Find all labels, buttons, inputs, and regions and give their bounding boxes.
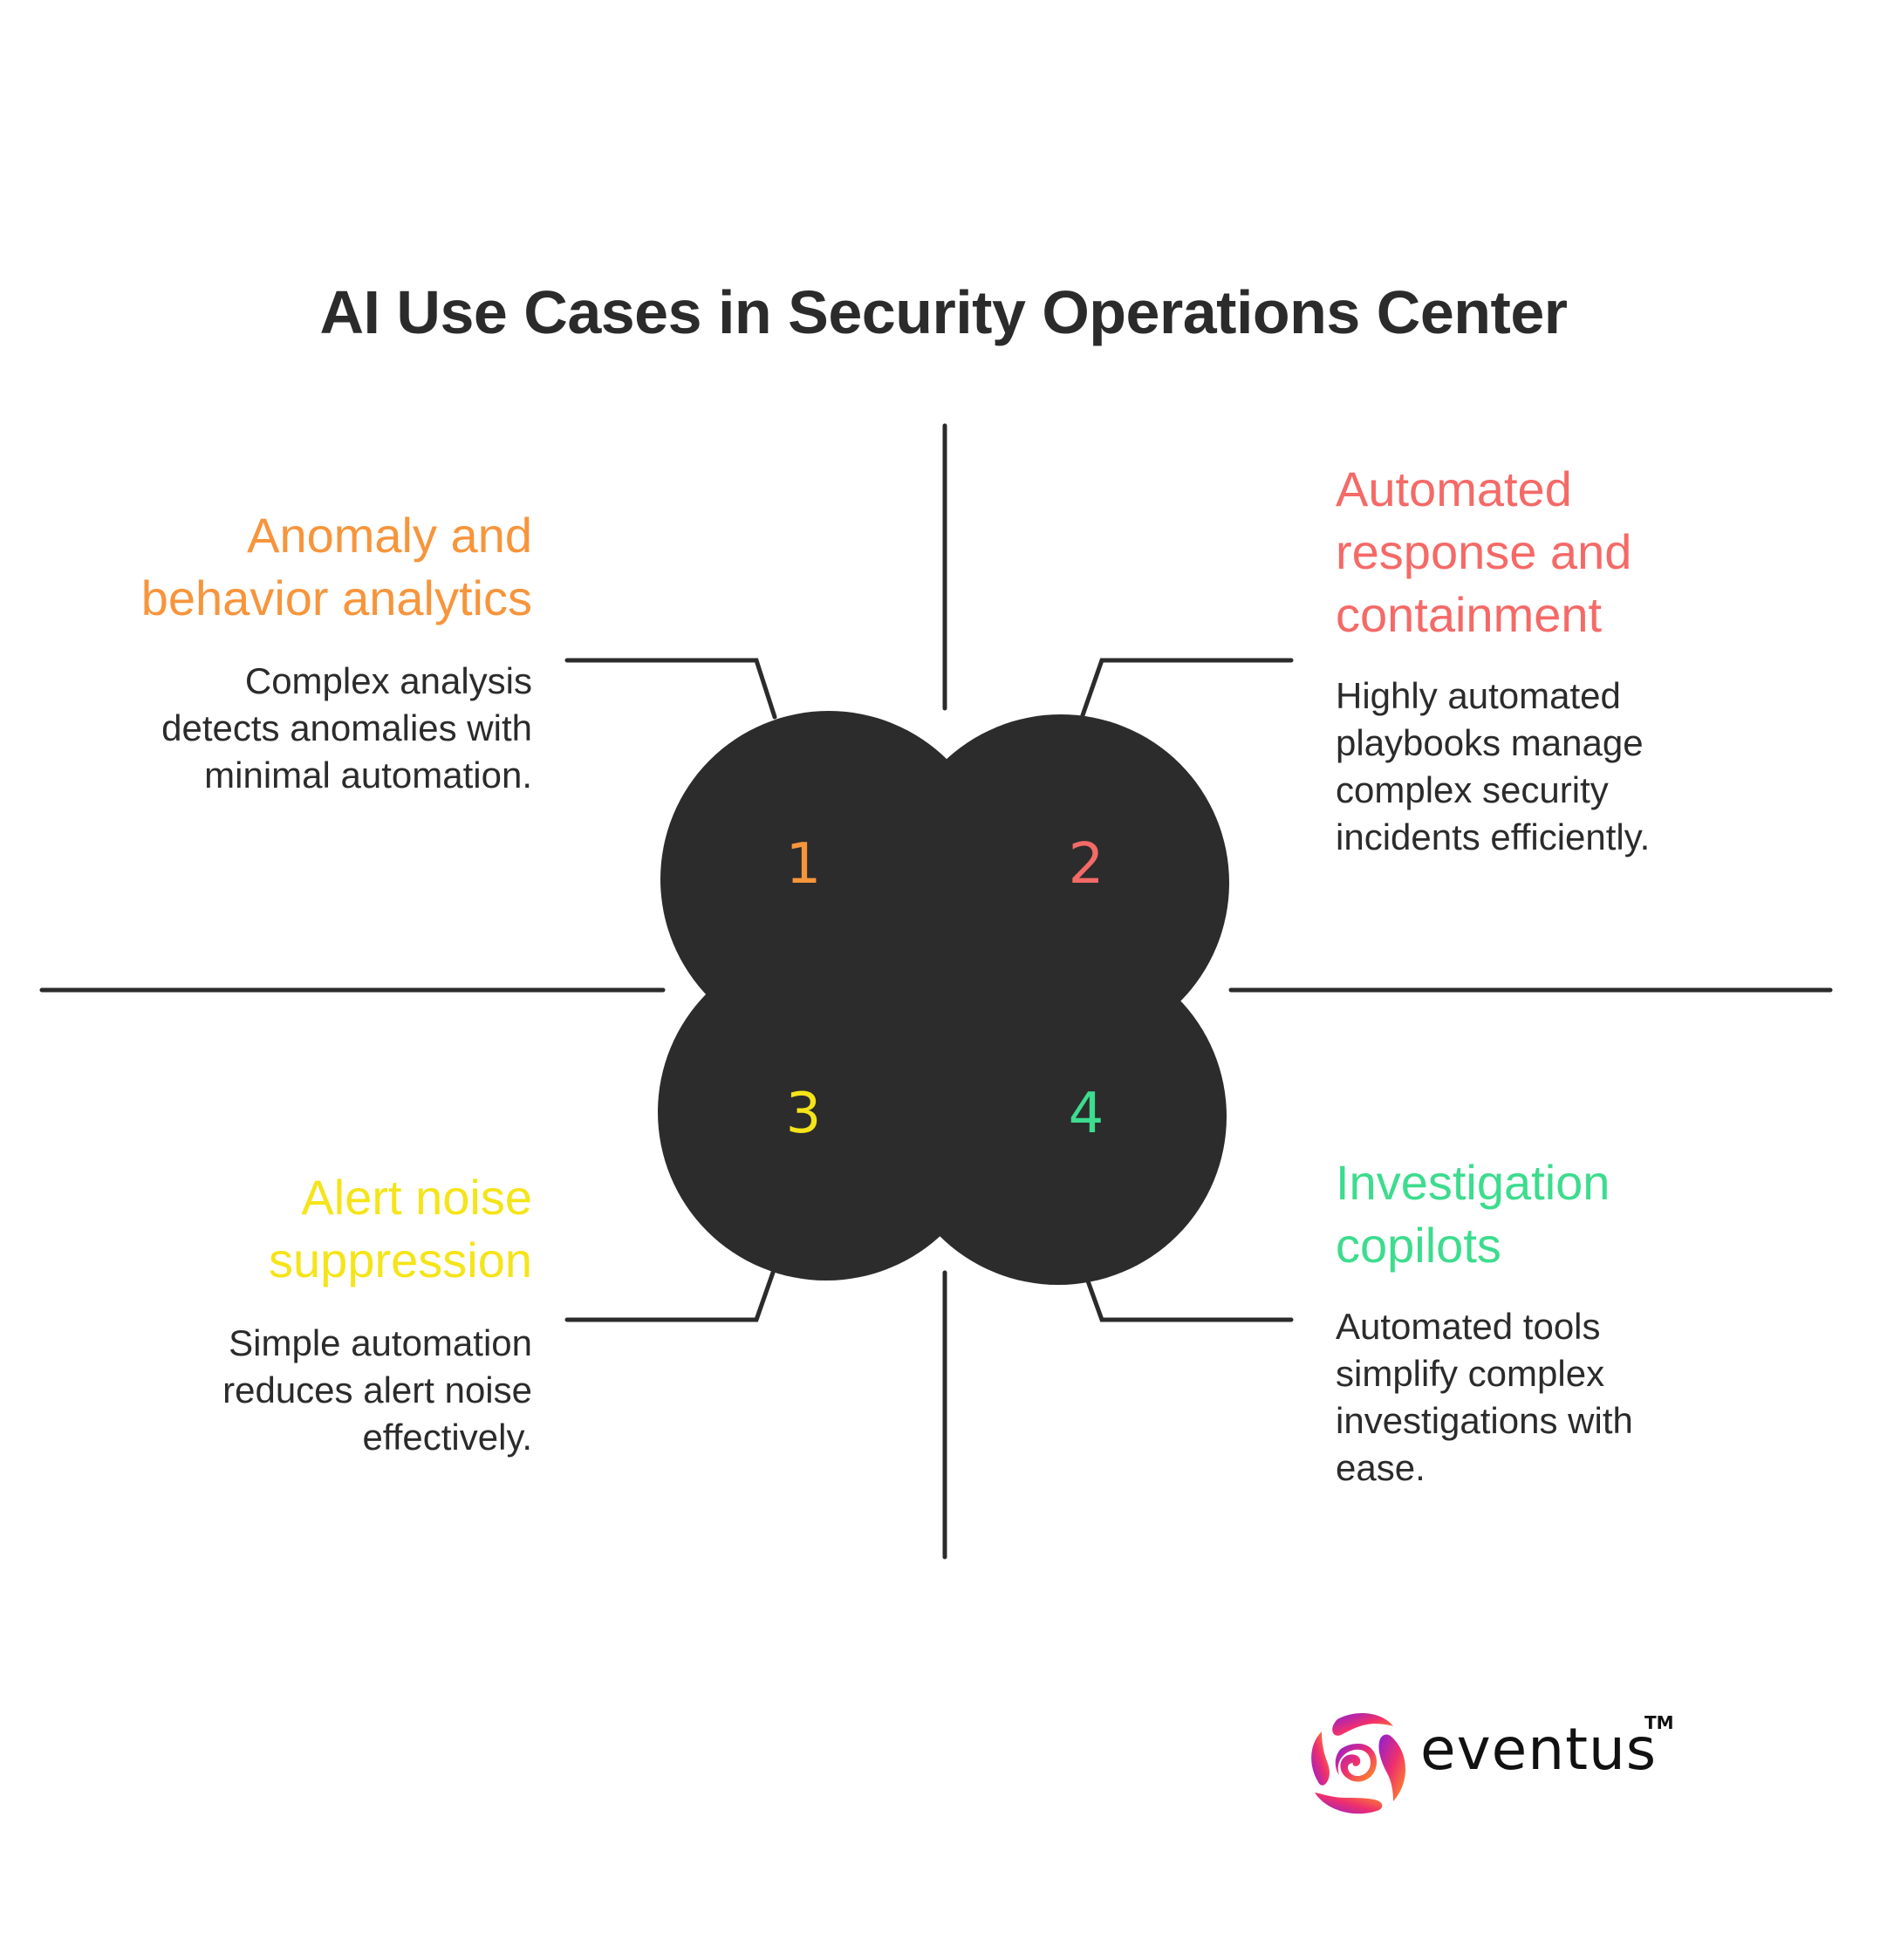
- eventus-logo: eventus TM: [1302, 1707, 1674, 1820]
- quadrant-3-block: Alert noise suppression Simple automatio…: [61, 1166, 532, 1461]
- quadrant-1-description: Complex analysis detects anomalies with …: [61, 658, 532, 799]
- description-line: complex security: [1336, 769, 1609, 810]
- heading-line: Alert noise: [301, 1170, 532, 1225]
- number-3: 3: [786, 1082, 822, 1146]
- circle-1: [660, 711, 997, 1048]
- description-line: Simple automation: [229, 1322, 532, 1363]
- eventus-wordmark: eventus: [1420, 1716, 1658, 1783]
- trademark-symbol: TM: [1644, 1712, 1674, 1733]
- description-line: detects anomalies with: [161, 707, 532, 748]
- heading-line: Investigation: [1336, 1155, 1610, 1210]
- quadrant-3-heading: Alert noise suppression: [61, 1166, 532, 1292]
- quadrant-1-block: Anomaly and behavior analytics Complex a…: [61, 504, 532, 799]
- heading-line: suppression: [269, 1233, 532, 1287]
- connector-2: [1080, 658, 1294, 718]
- quadrant-4-description: Automated tools simplify complex investi…: [1336, 1303, 1807, 1492]
- number-4: 4: [1069, 1082, 1104, 1146]
- quadrant-2-heading: Automated response and containment: [1336, 458, 1807, 646]
- description-line: playbooks manage: [1336, 722, 1644, 763]
- heading-line: response and: [1336, 524, 1632, 579]
- quadrant-4-heading: Investigation copilots: [1336, 1151, 1807, 1277]
- heading-line: copilots: [1336, 1218, 1501, 1273]
- description-line: ease.: [1336, 1447, 1426, 1488]
- description-line: minimal automation.: [204, 755, 532, 796]
- description-line: reduces alert noise: [222, 1369, 532, 1410]
- quadrant-3-description: Simple automation reduces alert noise ef…: [61, 1320, 532, 1461]
- connector-4: [1084, 1274, 1294, 1322]
- connector-3: [564, 1267, 776, 1322]
- description-line: investigations with: [1336, 1400, 1633, 1441]
- heading-line: containment: [1336, 587, 1603, 642]
- description-line: Automated tools: [1336, 1306, 1601, 1347]
- description-line: effectively.: [362, 1417, 532, 1458]
- number-2: 2: [1069, 832, 1104, 897]
- quadrant-1-heading: Anomaly and behavior analytics: [61, 504, 532, 630]
- circle-4: [890, 948, 1227, 1285]
- heading-line: Automated: [1336, 461, 1572, 516]
- connector-1: [564, 658, 777, 720]
- heading-line: Anomaly and: [247, 508, 532, 563]
- circle-2: [892, 714, 1229, 1051]
- number-1: 1: [786, 832, 822, 897]
- quadrant-4-block: Investigation copilots Automated tools s…: [1336, 1151, 1807, 1492]
- description-line: simplify complex: [1336, 1353, 1605, 1394]
- description-line: Complex analysis: [244, 660, 532, 701]
- heading-line: behavior analytics: [140, 570, 532, 625]
- description-line: incidents efficiently.: [1336, 816, 1651, 857]
- description-line: Highly automated: [1336, 675, 1621, 716]
- eventus-swirl-logo-icon: [1311, 1713, 1406, 1814]
- quadrant-2-description: Highly automated playbooks manage comple…: [1336, 673, 1807, 861]
- page-title: AI Use Cases in Security Operations Cent…: [319, 278, 1568, 346]
- quadrant-2-block: Automated response and containment Highl…: [1336, 458, 1807, 861]
